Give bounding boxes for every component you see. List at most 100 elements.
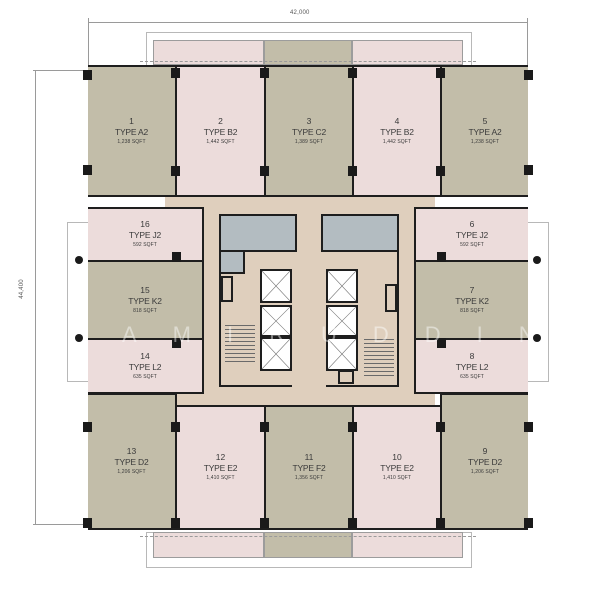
- unit-type: TYPE J2: [128, 230, 162, 240]
- structural-column: [260, 518, 269, 528]
- unit-number: 15: [140, 284, 150, 295]
- core-wall-right: [397, 214, 399, 386]
- unit-type: TYPE D2: [114, 457, 149, 467]
- unit-area: 1,206 SQFT: [470, 469, 500, 475]
- unit-16[interactable]: 16 TYPE J2 592 SQFT: [88, 207, 204, 262]
- unit-3[interactable]: 3 TYPE C2 1,389 SQFT: [264, 65, 354, 197]
- structural-column: [171, 68, 180, 78]
- riser-right-lower: [338, 370, 354, 384]
- lift-cross-icon: [261, 306, 291, 336]
- structural-column: [524, 70, 533, 80]
- width-dimension-label: 42,000: [290, 10, 310, 16]
- structural-column: [260, 166, 269, 176]
- unit-area: 592 SQFT: [133, 242, 157, 248]
- structural-column: [348, 518, 357, 528]
- width-dimension-tick-left: [88, 18, 89, 68]
- left-column-dot-upper: [75, 256, 83, 264]
- height-dimension-label: 44,400: [18, 279, 25, 299]
- lift-cross-icon: [327, 306, 357, 336]
- riser-left: [221, 276, 233, 302]
- unit-type: TYPE A2: [468, 126, 502, 137]
- unit-type: TYPE L2: [128, 361, 162, 372]
- riser-right: [385, 284, 397, 312]
- width-dimension-tick-right: [527, 18, 528, 68]
- unit-area: 635 SQFT: [133, 373, 157, 380]
- unit-type: TYPE B2: [203, 126, 238, 137]
- unit-4[interactable]: 4 TYPE B2 1,442 SQFT: [352, 65, 442, 197]
- structural-column: [83, 70, 92, 80]
- unit-5[interactable]: 5 TYPE A2 1,238 SQFT: [440, 65, 528, 197]
- unit-number: 10: [392, 452, 402, 462]
- unit-6[interactable]: 6 TYPE J2 592 SQFT: [414, 207, 528, 262]
- structural-column: [260, 68, 269, 78]
- unit-area: 1,442 SQFT: [382, 138, 412, 145]
- unit-number: 3: [306, 115, 312, 126]
- lift-shaft-right-1: [326, 269, 358, 303]
- lift-shaft-right-2: [326, 305, 358, 337]
- lift-cross-icon: [261, 338, 291, 370]
- unit-type: TYPE L2: [455, 361, 489, 372]
- lift-shaft-left-3: [260, 337, 292, 371]
- bottom-balcony-dashed-line: [140, 536, 476, 537]
- height-dimension-tick-bottom: [33, 524, 88, 525]
- lift-shaft-left-1: [260, 269, 292, 303]
- structural-column: [436, 422, 445, 432]
- lift-cross-icon: [327, 338, 357, 370]
- lift-shaft-left-2: [260, 305, 292, 337]
- top-balcony-center: [264, 40, 352, 65]
- structural-column: [83, 422, 92, 432]
- structural-column: [171, 518, 180, 528]
- unit-area: 818 SQFT: [460, 307, 484, 314]
- unit-number: 12: [215, 452, 226, 462]
- unit-number: 9: [482, 446, 488, 456]
- structural-column: [436, 166, 445, 176]
- structural-column: [436, 518, 445, 528]
- left-column-dot-lower: [75, 334, 83, 342]
- unit-area: 818 SQFT: [133, 307, 157, 314]
- washroom-left-lower: [219, 250, 245, 274]
- structural-column: [172, 338, 181, 348]
- unit-type: TYPE B2: [380, 126, 414, 137]
- unit-type: TYPE E2: [380, 463, 414, 473]
- unit-area: 1,206 SQFT: [117, 469, 146, 475]
- unit-number: 5: [482, 115, 488, 126]
- unit-2[interactable]: 2 TYPE B2 1,442 SQFT: [175, 65, 266, 197]
- watermark: AMIRUDDIN: [122, 322, 571, 347]
- top-balcony-left: [153, 40, 264, 65]
- unit-number: 14: [140, 350, 150, 361]
- unit-type: TYPE J2: [455, 230, 489, 240]
- unit-14[interactable]: 14 TYPE L2 635 SQFT: [88, 338, 204, 394]
- structural-column: [172, 252, 181, 262]
- unit-9[interactable]: 9 TYPE D2 1,206 SQFT: [440, 393, 528, 530]
- structural-column: [348, 166, 357, 176]
- unit-12[interactable]: 12 TYPE E2 1,410 SQFT: [175, 405, 266, 530]
- unit-11[interactable]: 11 TYPE F2 1,356 SQFT: [264, 405, 354, 530]
- unit-13[interactable]: 13 TYPE D2 1,206 SQFT: [88, 393, 177, 530]
- structural-column: [83, 518, 92, 528]
- unit-7[interactable]: 7 TYPE K2 818 SQFT: [414, 260, 528, 340]
- washroom-left: [219, 214, 297, 252]
- structural-column: [437, 252, 446, 262]
- unit-number: 6: [469, 219, 475, 229]
- unit-1[interactable]: 1 TYPE A2 1,238 SQFT: [88, 65, 177, 197]
- unit-number: 4: [394, 115, 400, 126]
- unit-10[interactable]: 10 TYPE E2 1,410 SQFT: [352, 405, 442, 530]
- right-column-dot-upper: [533, 256, 541, 264]
- unit-type: TYPE A2: [114, 126, 149, 137]
- unit-area: 1,356 SQFT: [294, 475, 324, 481]
- unit-type: TYPE E2: [203, 463, 238, 473]
- unit-number: 2: [218, 115, 223, 126]
- structural-column: [436, 68, 445, 78]
- unit-8[interactable]: 8 TYPE L2 635 SQFT: [414, 338, 528, 394]
- lift-cross-icon: [327, 270, 357, 302]
- structural-column: [524, 518, 533, 528]
- unit-type: TYPE K2: [128, 295, 162, 306]
- unit-area: 635 SQFT: [460, 373, 484, 380]
- unit-area: 1,442 SQFT: [206, 138, 235, 145]
- structural-column: [524, 165, 533, 175]
- unit-area: 1,238 SQFT: [470, 138, 500, 145]
- right-column-dot-lower: [533, 334, 541, 342]
- structural-column: [524, 422, 533, 432]
- lift-cross-icon: [261, 270, 291, 302]
- unit-area: 592 SQFT: [460, 242, 484, 248]
